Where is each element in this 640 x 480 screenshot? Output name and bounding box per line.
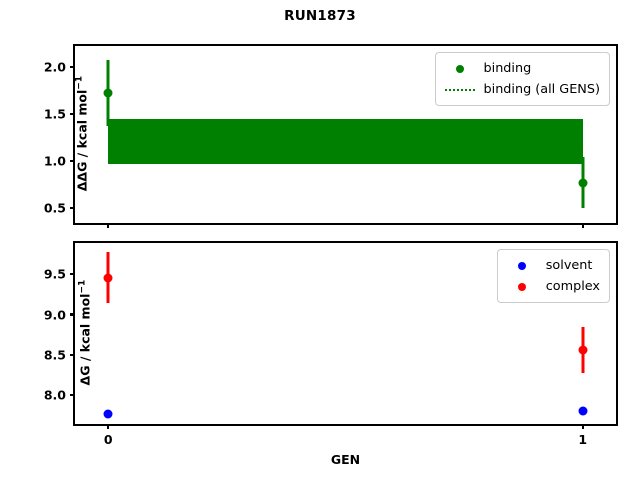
legend-marker [517, 261, 526, 270]
y-tick-mark [70, 273, 75, 276]
data-point-solvent[interactable] [578, 406, 588, 416]
legend-entry[interactable]: binding [443, 58, 600, 79]
legend-label: binding [483, 61, 532, 76]
data-point-complex[interactable] [103, 273, 113, 283]
y-tick-label: 1.5 [43, 106, 66, 122]
legend-label: binding (all GENS) [483, 82, 600, 97]
y-tick-mark [70, 159, 75, 162]
y-tick-label: 0.5 [43, 200, 66, 216]
legend-marker [444, 88, 475, 91]
top-panel-plot-area [75, 46, 616, 223]
x-axis-label: GEN [330, 452, 361, 467]
y-tick-label: 1.0 [43, 153, 66, 169]
x-tick-mark [107, 424, 110, 429]
legend-entry[interactable]: complex [505, 276, 600, 297]
x-tick-mark [581, 424, 584, 429]
y-tick-mark [70, 206, 75, 210]
x-tick-label: 0 [103, 432, 113, 447]
data-point-binding[interactable] [578, 178, 588, 188]
y-tick-label: 9.5 [43, 266, 66, 282]
binding-all-gens-band [108, 119, 583, 164]
legend-dot-icon [505, 282, 539, 291]
legend-dotted-line-icon [443, 88, 477, 91]
data-point-complex[interactable] [578, 345, 588, 355]
data-point-binding[interactable] [103, 88, 113, 98]
legend-dot-icon [505, 261, 539, 270]
legend-dot-icon [443, 64, 477, 73]
legend-entry[interactable]: binding (all GENS) [443, 79, 600, 100]
x-tick-mark [581, 223, 584, 228]
y-tick-mark [70, 65, 75, 68]
y-tick-mark [70, 112, 75, 115]
legend-entry[interactable]: solvent [505, 255, 600, 276]
y-tick-label: 2.0 [43, 59, 66, 75]
top-panel-legend[interactable]: binding binding (all GENS) [434, 52, 610, 106]
x-tick-label: 1 [578, 432, 588, 447]
y-tick-label: 8.5 [43, 347, 66, 363]
data-point-solvent[interactable] [103, 409, 113, 419]
bottom-panel-plot-area [75, 243, 616, 424]
legend-marker [517, 282, 526, 291]
y-tick-mark [70, 393, 75, 397]
legend-label: complex [545, 279, 600, 294]
y-tick-label: 9.0 [43, 307, 66, 323]
y-tick-label: 8.0 [43, 387, 66, 403]
legend-label: solvent [545, 258, 593, 273]
x-tick-mark [107, 223, 110, 228]
figure-title: RUN1873 [284, 8, 356, 24]
y-tick-mark [70, 313, 75, 316]
bottom-panel-legend[interactable]: solvent complex [496, 249, 610, 303]
legend-marker [455, 64, 464, 73]
y-tick-mark [70, 353, 75, 356]
